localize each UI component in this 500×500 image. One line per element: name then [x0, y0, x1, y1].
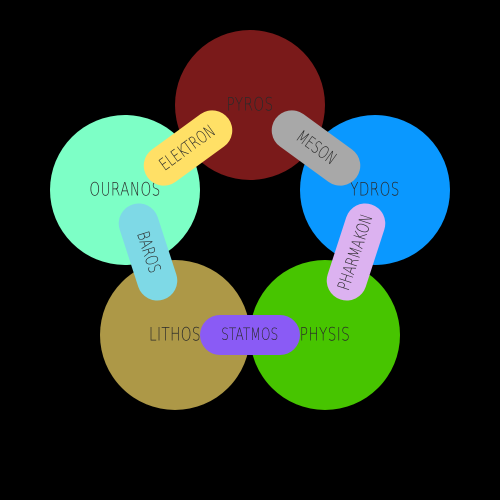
label-baros: BAROS [132, 228, 165, 276]
label-ouranos: OURANOS [89, 178, 161, 201]
label-physis: PHYSIS [299, 323, 351, 346]
pill-statmos: STATMOS [200, 315, 300, 355]
label-pyros: PYROS [226, 93, 274, 116]
label-ydros: YDROS [350, 178, 400, 201]
label-statmos: STATMOS [221, 324, 279, 345]
label-lithos: LITHOS [149, 323, 201, 346]
